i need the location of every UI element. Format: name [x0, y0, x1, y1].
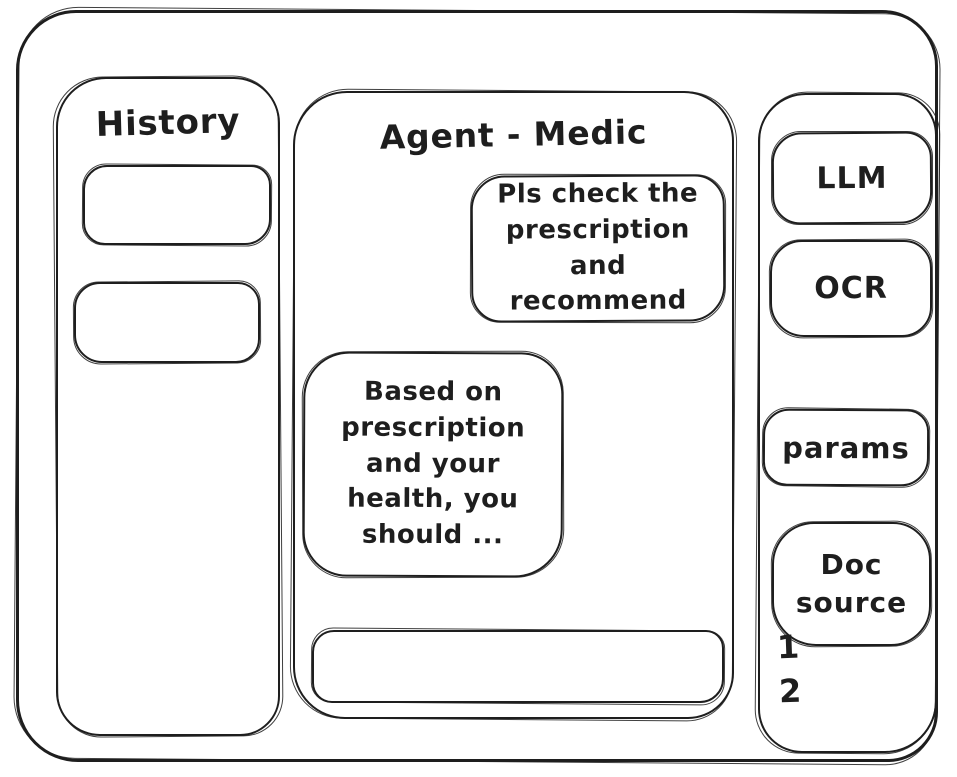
user-message-text: Pls check the prescription and recommend — [497, 178, 699, 317]
history-panel: History — [56, 77, 280, 736]
doc-source-button[interactable]: Doc source — [772, 522, 931, 646]
chat-title: Agent - Medic — [379, 112, 648, 157]
assistant-message-text: Based on prescription and your health, y… — [341, 376, 526, 551]
tools-panel: LLM OCR params Doc source 1 2 — [758, 93, 937, 753]
params-button[interactable]: params — [762, 408, 930, 487]
history-item[interactable] — [74, 282, 260, 363]
doc-source-item-2[interactable]: 2 — [778, 671, 803, 711]
llm-button[interactable]: LLM — [771, 131, 933, 225]
ocr-button[interactable]: OCR — [770, 240, 932, 337]
chat-panel: Agent - Medic Pls check the prescription… — [293, 91, 734, 719]
doc-source-item-1[interactable]: 1 — [776, 627, 801, 667]
history-title: History — [95, 100, 241, 146]
history-item[interactable] — [83, 165, 271, 245]
assistant-message-bubble: Based on prescription and your health, y… — [302, 351, 564, 578]
chat-input[interactable] — [312, 630, 724, 703]
user-message-bubble: Pls check the prescription and recommend — [470, 174, 726, 323]
app-window: History Agent - Medic Pls check the pres… — [16, 10, 938, 762]
